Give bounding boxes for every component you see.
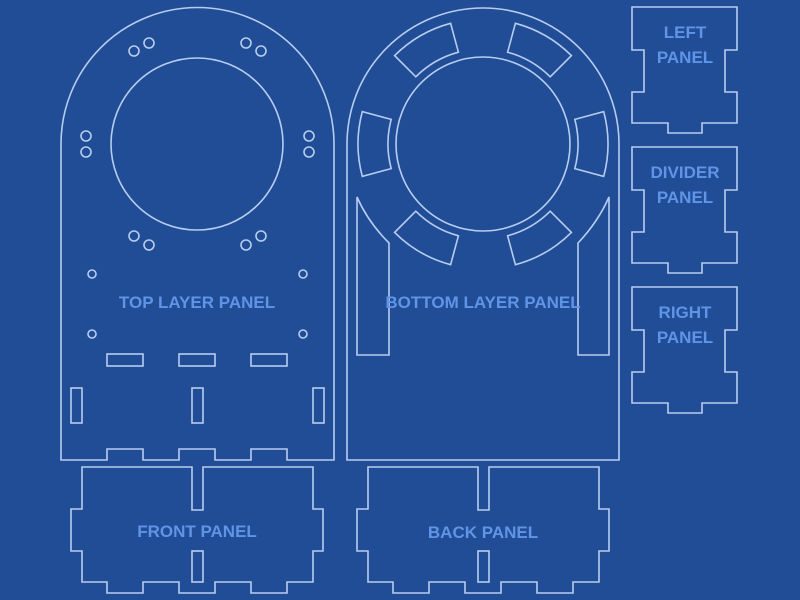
top-layer-label: TOP LAYER PANEL xyxy=(119,293,275,312)
divider-panel-label-1: DIVIDER xyxy=(651,163,720,182)
mount-hole xyxy=(255,230,267,242)
ring-slot xyxy=(573,110,609,178)
mount-hole xyxy=(303,146,315,158)
ring-slot xyxy=(357,110,393,178)
back-panel-label: BACK PANEL xyxy=(428,523,538,542)
mount-hole xyxy=(255,45,267,57)
divider-panel: DIVIDER PANEL xyxy=(631,146,738,274)
ring-slot xyxy=(506,22,573,78)
mount-hole xyxy=(298,269,308,279)
bottom-layer-label: BOTTOM LAYER PANEL xyxy=(385,293,580,312)
mount-hole xyxy=(240,37,252,49)
mount-hole xyxy=(87,329,97,339)
back-panel: BACK PANEL xyxy=(356,466,610,594)
right-panel-label-2: PANEL xyxy=(657,328,713,347)
mount-hole xyxy=(303,130,315,142)
left-panel-label-1: LEFT xyxy=(664,23,707,42)
top-layer-panel: TOP LAYER PANEL xyxy=(60,6,335,461)
mount-hole xyxy=(143,239,155,251)
left-panel-label-2: PANEL xyxy=(657,48,713,67)
mount-hole xyxy=(80,130,92,142)
mount-hole xyxy=(298,329,308,339)
mount-hole xyxy=(143,37,155,49)
mount-hole xyxy=(87,269,97,279)
ring-slot xyxy=(393,210,460,266)
ring-slot xyxy=(506,210,573,266)
right-panel: RIGHT PANEL xyxy=(631,286,738,414)
left-panel: LEFT PANEL xyxy=(631,6,738,134)
mount-hole xyxy=(128,45,140,57)
front-panel-label: FRONT PANEL xyxy=(137,522,257,541)
front-panel: FRONT PANEL xyxy=(70,466,324,594)
mount-hole xyxy=(80,146,92,158)
ring-slot xyxy=(393,22,460,78)
divider-panel-label-2: PANEL xyxy=(657,188,713,207)
mount-hole xyxy=(128,230,140,242)
right-panel-label-1: RIGHT xyxy=(659,303,713,322)
mount-hole xyxy=(240,239,252,251)
bottom-layer-panel: BOTTOM LAYER PANEL xyxy=(346,7,620,461)
